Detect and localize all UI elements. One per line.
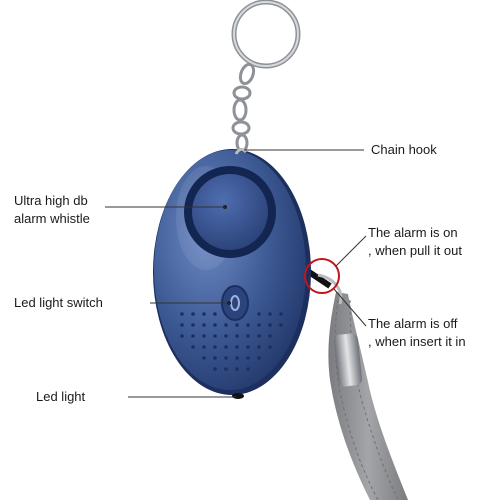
sound-hole (180, 334, 184, 338)
key-ring (231, 0, 301, 69)
alarm-off-label: The alarm is off , when insert it in (368, 315, 466, 351)
sound-hole (257, 323, 261, 327)
sound-hole (279, 323, 283, 327)
sound-hole (213, 334, 217, 338)
led-switch-text: Led light switch (14, 295, 103, 310)
sound-hole (246, 345, 250, 349)
led-light (232, 393, 244, 399)
sound-hole (268, 312, 272, 316)
chain-hook (234, 147, 248, 155)
sound-hole (224, 356, 228, 360)
sound-hole (213, 312, 217, 316)
sound-hole (213, 356, 217, 360)
sound-hole (202, 323, 206, 327)
alarm-on-label: The alarm is on , when pull it out (368, 224, 462, 260)
sound-hole (224, 334, 228, 338)
sound-hole (268, 334, 272, 338)
alarm-off-text-line2: , when insert it in (368, 334, 466, 349)
sound-hole (224, 367, 228, 371)
sound-hole (224, 345, 228, 349)
strap-clasp (333, 333, 363, 387)
sound-hole (257, 345, 261, 349)
sound-hole (191, 323, 195, 327)
alarm-on-text-line1: The alarm is on (368, 225, 458, 240)
sound-hole (235, 367, 239, 371)
sound-hole (235, 334, 239, 338)
sound-hole (257, 312, 261, 316)
sound-hole (213, 367, 217, 371)
leader-alarm-on (335, 235, 367, 267)
sound-hole (180, 323, 184, 327)
sound-holes (180, 312, 283, 371)
sound-hole (213, 345, 217, 349)
sound-hole (246, 334, 250, 338)
sound-hole (213, 323, 217, 327)
led-light-label: Led light (36, 388, 85, 406)
sound-hole (268, 345, 272, 349)
sound-hole (180, 312, 184, 316)
alarm-off-text-line1: The alarm is off (368, 316, 458, 331)
strap (328, 292, 408, 500)
sound-hole (191, 334, 195, 338)
chain-hook-label: Chain hook (371, 141, 437, 159)
sound-hole (235, 323, 239, 327)
leader-alarm-off (333, 288, 367, 327)
whistle-text-line1: Ultra high db (14, 193, 88, 208)
sound-hole (202, 345, 206, 349)
sound-hole (202, 334, 206, 338)
speaker (184, 166, 276, 258)
leader-lines (105, 149, 367, 398)
sound-hole (257, 334, 261, 338)
whistle-label: Ultra high db alarm whistle (14, 192, 90, 228)
alarm-on-text-line2: , when pull it out (368, 243, 462, 258)
sound-hole (257, 356, 261, 360)
sound-hole (246, 367, 250, 371)
sound-hole (191, 312, 195, 316)
sound-hole (246, 356, 250, 360)
sound-hole (279, 312, 283, 316)
sound-hole (235, 345, 239, 349)
led-light-text: Led light (36, 389, 86, 404)
sound-hole (235, 356, 239, 360)
sound-hole (268, 323, 272, 327)
sound-hole (224, 323, 228, 327)
sound-hole (202, 312, 206, 316)
led-switch-label: Led light switch (14, 294, 103, 312)
pin-highlight-circle (304, 258, 340, 294)
sound-hole (246, 323, 250, 327)
sound-hole (202, 356, 206, 360)
whistle-text-line2: alarm whistle (14, 211, 90, 226)
chain-hook-text: Chain hook (371, 142, 437, 157)
sound-hole (191, 345, 195, 349)
chain (231, 62, 256, 153)
